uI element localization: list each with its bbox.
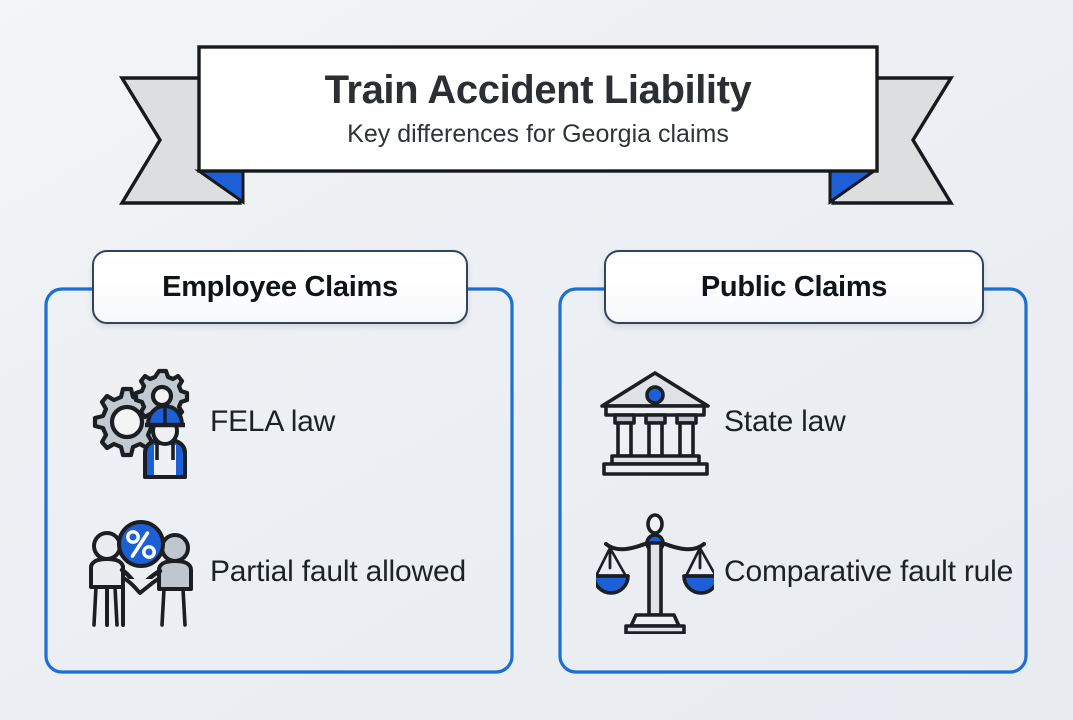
list-item-label: Comparative fault rule bbox=[724, 555, 1014, 589]
courthouse-icon bbox=[594, 363, 716, 481]
list-item[interactable]: Comparative fault rule bbox=[594, 509, 1014, 635]
card-frame-left bbox=[44, 287, 514, 674]
card-public-claims: Public Claims bbox=[558, 250, 1028, 674]
balance-scales-icon bbox=[594, 513, 716, 634]
card-border-right bbox=[558, 287, 1028, 674]
card-header-label: Employee Claims bbox=[162, 270, 398, 303]
list-item[interactable]: Partial fault allowed bbox=[80, 509, 500, 635]
card-employee-claims: Employee Claims bbox=[44, 250, 514, 674]
list-item-label: FELA law bbox=[210, 405, 336, 439]
card-header-label: Public Claims bbox=[700, 270, 888, 303]
card-header-public-claims[interactable]: Public Claims bbox=[604, 250, 984, 324]
card-header-employee-claims[interactable]: Employee Claims bbox=[92, 250, 468, 324]
handshake-percent-icon bbox=[80, 513, 202, 631]
list-item[interactable]: FELA law bbox=[80, 362, 500, 482]
gears-worker-icon bbox=[80, 363, 202, 481]
card-frame-right bbox=[558, 287, 1028, 674]
list-item-label: Partial fault allowed bbox=[210, 555, 466, 589]
banner-ribbon-graphic bbox=[118, 45, 955, 205]
card-border-left bbox=[44, 287, 514, 674]
list-item-label: State law bbox=[724, 405, 846, 439]
list-item[interactable]: State law bbox=[594, 362, 1014, 482]
banner-box bbox=[197, 45, 879, 173]
banner: Train Accident Liability Key differences… bbox=[0, 0, 1073, 230]
